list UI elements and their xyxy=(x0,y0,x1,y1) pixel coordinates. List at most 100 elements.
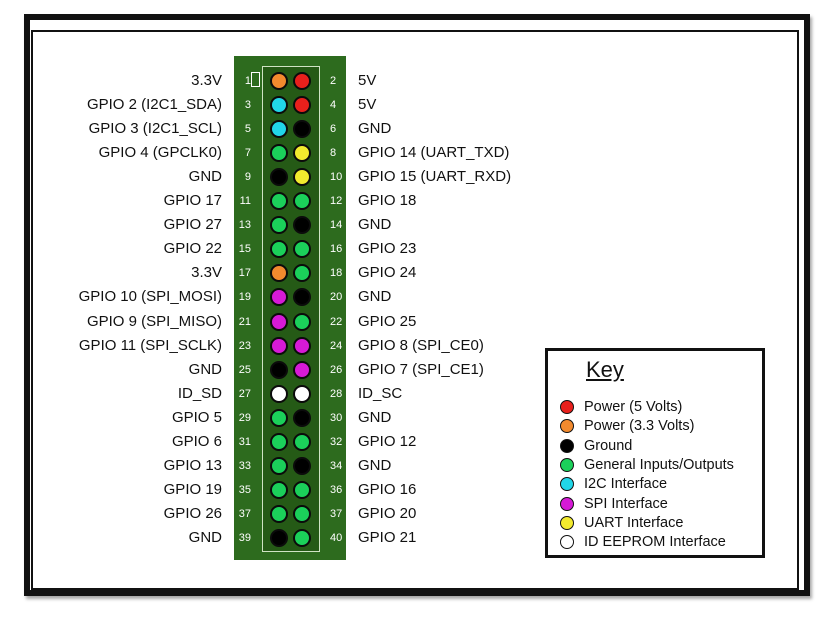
pin-25-dot xyxy=(270,360,288,379)
pin-label: GPIO 21 xyxy=(358,528,417,546)
pin-number: 19 xyxy=(238,291,251,304)
pin-label: GPIO 2 (I2C1_SDA) xyxy=(86,96,222,114)
pin-label: GPIO 15 (UART_RXD) xyxy=(358,168,512,186)
pin-number: 17 xyxy=(238,267,251,280)
pin-label: GND xyxy=(188,528,222,546)
pin-label: GPIO 13 xyxy=(163,456,222,474)
pin-label: GND xyxy=(358,288,392,306)
pin-label: 3.3V xyxy=(191,72,222,89)
pin-36-dot xyxy=(293,480,311,499)
pin-35-dot xyxy=(270,480,288,499)
pin-23-dot xyxy=(270,336,288,355)
pin-number: 3 xyxy=(244,99,251,112)
pin-number: 37 xyxy=(238,507,251,520)
pin-label: ID_SC xyxy=(358,384,403,402)
pin-9-dot xyxy=(270,168,288,187)
pin-label: GPIO 16 xyxy=(358,480,417,498)
pin-19-dot xyxy=(270,288,288,307)
key-swatch-icon xyxy=(560,400,574,414)
pin-4-dot xyxy=(293,96,311,115)
pin-37-dot xyxy=(270,504,288,523)
key-item-label: Power (5 Volts) xyxy=(584,399,683,415)
pin-label: GPIO 23 xyxy=(358,240,417,258)
pin-17-dot xyxy=(270,264,288,283)
pin-number: 13 xyxy=(238,219,251,232)
pin-21-dot xyxy=(270,312,288,331)
pin-26-dot xyxy=(293,360,311,379)
key-item-label: UART Interface xyxy=(584,514,684,531)
pin-13-dot xyxy=(270,216,288,235)
pin-label: GPIO 27 xyxy=(163,216,222,234)
pin-20-dot xyxy=(293,288,311,307)
pin-label: GPIO 24 xyxy=(358,264,417,282)
pin-2-dot xyxy=(293,72,311,90)
pin-number: 2 xyxy=(330,75,337,87)
pin-number: 11 xyxy=(239,195,251,208)
pin-10-dot xyxy=(293,168,311,187)
pin-number: 4 xyxy=(330,99,337,112)
pin-label: GND xyxy=(358,216,392,234)
pin-label: GPIO 26 xyxy=(163,504,222,522)
pin-number: 30 xyxy=(330,411,343,424)
pin-header-outline xyxy=(262,66,320,552)
pin-18-dot xyxy=(293,264,311,283)
key-title: Key xyxy=(586,357,624,382)
pin-label: GPIO 6 xyxy=(171,432,222,450)
key-swatch-icon xyxy=(560,515,574,530)
pin-number: 33 xyxy=(238,459,251,472)
pin-label: GPIO 20 xyxy=(358,504,417,522)
pin-label: GND xyxy=(188,168,222,186)
key-item-label: Power (3.3 Volts) xyxy=(584,418,695,435)
pin-number: 10 xyxy=(330,171,343,184)
pin-number: 34 xyxy=(330,459,343,472)
pin-number: 28 xyxy=(330,387,343,400)
pin-12-dot xyxy=(293,192,311,211)
pin-number: 26 xyxy=(330,363,343,376)
pin-33-dot xyxy=(270,456,288,475)
pin-label: GPIO 9 (SPI_MISO) xyxy=(86,312,222,330)
pin-number: 27 xyxy=(238,387,251,400)
pin-number: 21 xyxy=(238,315,251,328)
pin-number: 20 xyxy=(330,291,343,304)
pin-38-dot xyxy=(293,504,311,523)
pin-number: 31 xyxy=(238,435,251,448)
key-swatch-icon xyxy=(560,457,574,472)
pin-number: 14 xyxy=(330,219,343,232)
pin-number: 24 xyxy=(330,339,343,352)
pin-label: GPIO 10 (SPI_MOSI) xyxy=(78,288,222,306)
pin-31-dot xyxy=(270,432,288,451)
pin1-marker-icon xyxy=(251,72,260,87)
pin-number: 22 xyxy=(330,315,343,328)
pin-5-dot xyxy=(270,120,288,139)
pin-number: 8 xyxy=(330,147,337,160)
key-item-label: I2C Interface xyxy=(584,476,668,493)
pin-1-dot xyxy=(270,72,288,90)
pin-15-dot xyxy=(270,240,288,259)
pin-number: 39 xyxy=(238,531,251,544)
pin-number: 32 xyxy=(330,435,343,448)
pin-number: 36 xyxy=(330,483,343,496)
pin-label: GND xyxy=(188,360,222,378)
pin-label: GND xyxy=(358,120,392,138)
pin-label: GPIO 12 xyxy=(358,432,417,450)
pin-30-dot xyxy=(293,408,311,427)
key-swatch-icon xyxy=(560,438,574,453)
pin-label: GPIO 18 xyxy=(358,192,417,210)
pin-27-dot xyxy=(270,384,288,403)
key-swatch-icon xyxy=(560,477,574,492)
pin-number: 25 xyxy=(238,363,251,376)
key-legend: Key Power (5 Volts) Power (3.3 Volts) Grou… xyxy=(545,348,765,558)
pin-number: 16 xyxy=(330,243,343,256)
pin-label: GPIO 14 (UART_TXD) xyxy=(358,144,510,162)
pin-label: GPIO 3 (I2C1_SCL) xyxy=(88,120,222,138)
pin-28-dot xyxy=(293,384,311,403)
pin-number: 35 xyxy=(238,483,251,496)
pin-number: 6 xyxy=(330,123,337,136)
pin-6-dot xyxy=(293,120,311,139)
pin-number: 18 xyxy=(330,267,343,280)
pin-32-dot xyxy=(293,432,311,451)
pin-number: 9 xyxy=(244,171,251,184)
pin-40-dot xyxy=(293,528,311,547)
key-item-label: Ground xyxy=(584,437,633,454)
pin-label: ID_SD xyxy=(177,384,222,402)
